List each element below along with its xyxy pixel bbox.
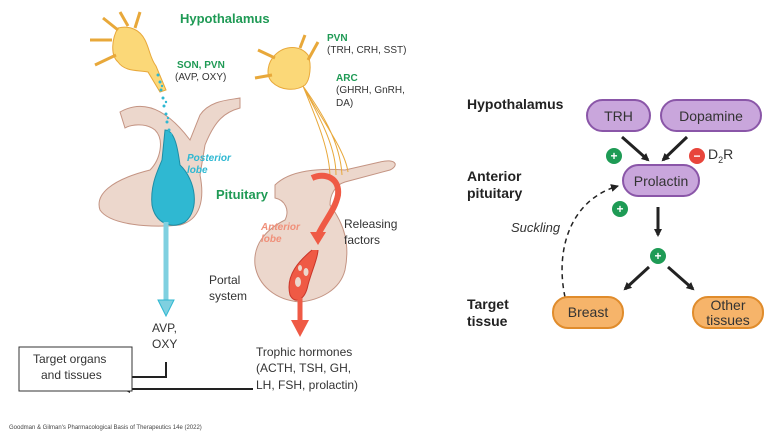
target-organs-box xyxy=(18,346,133,392)
trophic-line1: Trophic hormones xyxy=(256,345,353,359)
row-label-hypothalamus: Hypothalamus xyxy=(467,96,564,112)
minus-icon-dopamine: − xyxy=(689,148,705,164)
to-breast-arrow xyxy=(623,265,651,291)
arc-hormones-line1: (GHRH, GnRH, xyxy=(336,85,405,96)
releasing-factors-line2: factors xyxy=(344,233,381,247)
arc-label: ARC xyxy=(336,73,358,84)
releasing-factors-line1: Releasing xyxy=(344,217,398,231)
other-tissues-line2: tissues xyxy=(706,311,750,328)
son-pvn-neuron xyxy=(90,11,167,93)
trh-to-prolactin-arrow xyxy=(621,135,650,162)
to-other-tissues-arrow xyxy=(667,265,695,291)
posterior-lobe-line2: lobe xyxy=(187,165,208,176)
row-label-anterior-line2: pituitary xyxy=(467,185,523,201)
neurosecretory-granules xyxy=(156,73,174,148)
node-trh: TRH xyxy=(586,99,651,132)
anterior-lobe-line1: Anterior xyxy=(261,222,300,233)
posterior-lobe-line1: Posterior xyxy=(187,153,231,164)
avp-to-target-arrow xyxy=(122,362,167,381)
anterior-tissue xyxy=(254,160,396,303)
avp-oxy-line1: AVP, xyxy=(152,321,177,335)
avp-oxy-line2: OXY xyxy=(152,337,178,351)
plus-icon-prolactin: + xyxy=(650,248,666,264)
dopamine-to-prolactin-arrow xyxy=(661,135,689,162)
node-dopamine: Dopamine xyxy=(660,99,762,132)
arc-hormones-line2: DA) xyxy=(336,98,354,109)
plus-icon-trh: + xyxy=(606,148,622,164)
citation: Goodman & Gilman's Pharmacological Basis… xyxy=(9,425,202,431)
node-other-tissues: Other tissues xyxy=(692,296,764,329)
posterior-lobe xyxy=(151,129,195,226)
portal-system-line2: system xyxy=(209,289,248,303)
d2r-label: D2R xyxy=(708,146,734,165)
pvn-arc-neuron xyxy=(254,34,349,179)
row-label-target-line2: tissue xyxy=(467,313,508,329)
hypothalamus-label: Hypothalamus xyxy=(180,11,270,26)
suckling-label: Suckling xyxy=(511,220,561,235)
pvn-label: PVN xyxy=(327,33,348,44)
anterior-lobe-line2: lobe xyxy=(261,234,282,245)
son-pvn-label: SON, PVN xyxy=(177,60,225,71)
pvn-hormones: (TRH, CRH, SST) xyxy=(327,45,407,56)
portal-system-line1: Portal xyxy=(209,273,241,287)
node-breast: Breast xyxy=(552,296,624,329)
portal-vessels xyxy=(288,172,342,337)
target-box-line1: Target organs xyxy=(33,352,107,366)
pituitary-label: Pituitary xyxy=(216,187,269,202)
suckling-feedback-arrow xyxy=(561,184,619,298)
son-pvn-hormones: (AVP, OXY) xyxy=(175,72,227,83)
other-tissues-line1: Other xyxy=(710,296,746,313)
row-label-anterior-line1: Anterior xyxy=(467,168,522,184)
plus-icon-suckling: + xyxy=(612,201,628,217)
trophic-line2: (ACTH, TSH, GH, xyxy=(256,361,352,375)
trophic-line3: LH, FSH, prolactin) xyxy=(256,378,359,392)
row-label-target-line1: Target xyxy=(467,296,509,312)
node-prolactin: Prolactin xyxy=(622,164,700,197)
target-box-line2: and tissues xyxy=(41,368,102,382)
